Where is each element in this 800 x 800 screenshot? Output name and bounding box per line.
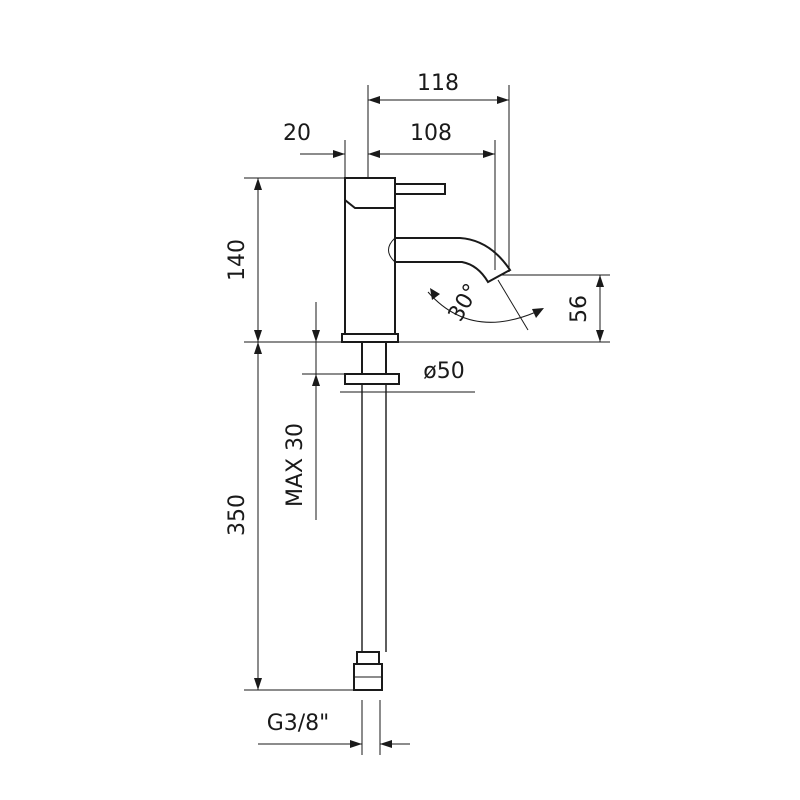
faucet-column [344, 199, 396, 335]
dim-spout-height: 56 [567, 295, 592, 323]
base-plate [341, 333, 399, 343]
dim-total-height: 140 [225, 239, 250, 281]
dim-base-diameter: ø50 [423, 359, 464, 384]
dim-back-offset: 20 [283, 121, 311, 146]
dim-max-thickness: MAX 30 [283, 423, 308, 507]
mounting-washer [344, 373, 400, 385]
dim-hose-length: 350 [225, 494, 250, 536]
dim-spout-angle: 30° [444, 280, 485, 326]
extension-lines [244, 85, 610, 755]
hose-connector [356, 651, 380, 665]
dim-connection: G3/8" [267, 711, 330, 736]
mounting-stud [361, 341, 387, 375]
spout [394, 237, 512, 284]
dim-spout-reach: 108 [410, 121, 452, 146]
faucet-body [341, 177, 512, 691]
dimension-lines [254, 96, 604, 748]
dim-overall-width: 118 [417, 71, 459, 96]
lever-handle [394, 183, 446, 195]
handle-cap [344, 177, 396, 209]
spout-joint [388, 237, 396, 263]
